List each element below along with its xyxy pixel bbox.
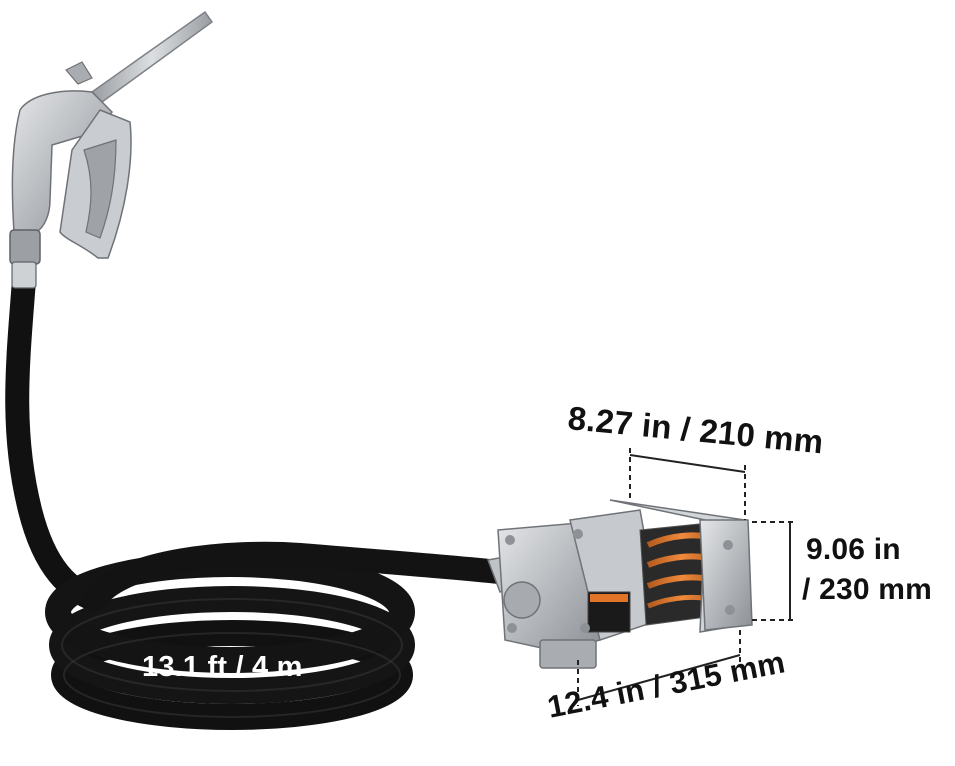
height-label-line1: 9.06 in	[806, 533, 901, 566]
hose	[5, 268, 512, 730]
fuel-pump	[486, 499, 753, 669]
dimension-lines	[577, 448, 795, 706]
hose-length-label: 13.1 ft / 4 m	[142, 651, 303, 683]
fuel-nozzle	[9, 10, 214, 289]
height-label-line2: / 230 mm	[802, 573, 933, 606]
length-dimension-line	[577, 654, 741, 701]
width-dimension-line	[629, 454, 746, 473]
